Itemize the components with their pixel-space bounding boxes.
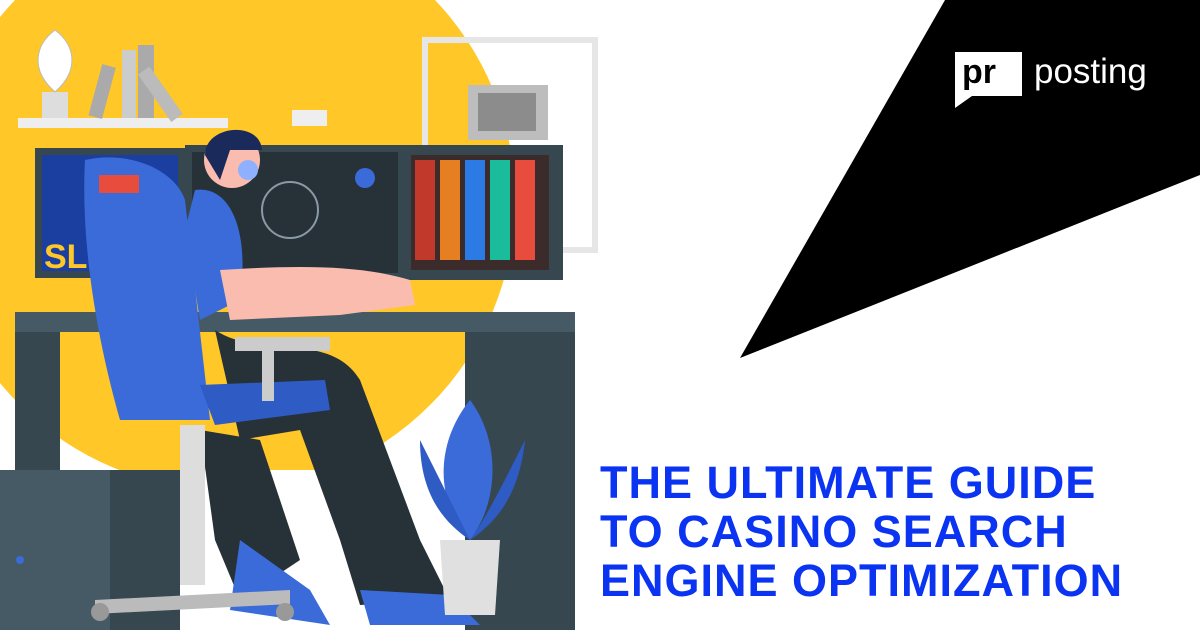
brand-name: posting — [1034, 52, 1147, 91]
plant-top-icon — [37, 29, 73, 93]
potted-plant — [420, 400, 525, 615]
gaming-chair — [84, 157, 330, 621]
headline-line-2: TO CASINO SEARCH — [600, 506, 1068, 557]
shelf — [18, 118, 228, 128]
black-triangle-shape — [740, 0, 1200, 358]
slot-sign: SL — [44, 238, 87, 276]
slot-machines — [415, 160, 535, 260]
logo-mark — [955, 52, 1022, 108]
headline-line-1: THE ULTIMATE GUIDE — [600, 457, 1097, 508]
brand-mark: pr — [962, 53, 996, 91]
page-headline: THE ULTIMATE GUIDE TO CASINO SEARCH ENGI… — [600, 458, 1123, 605]
headline-line-3: ENGINE OPTIMIZATION — [600, 555, 1124, 606]
person-gamer — [185, 129, 480, 625]
